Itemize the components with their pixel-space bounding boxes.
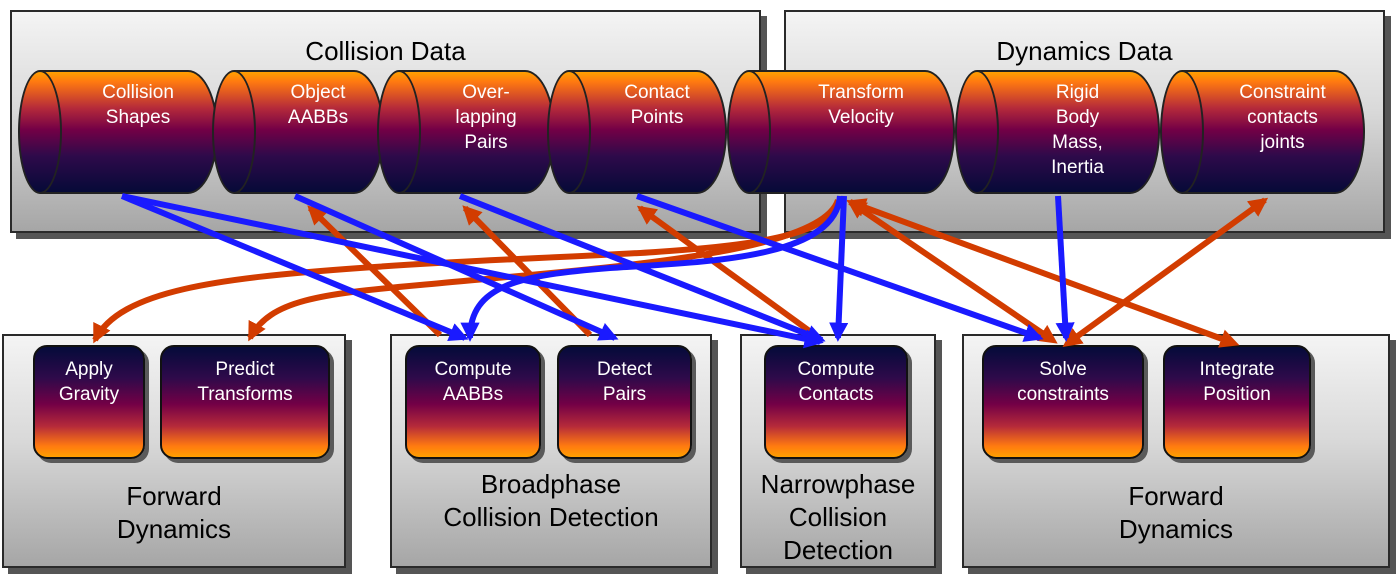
arrow-collision-shapes-to-compute-contacts: [121, 193, 824, 349]
compute-aabbs-label: Compute AABBs: [434, 359, 512, 405]
solve-constraints-task: Solve constraints: [982, 345, 1144, 459]
contact-points-label: Contact Points: [624, 82, 690, 128]
arrow-transform-to-compute-contacts: [829, 195, 849, 342]
arrow-compute-contacts-to-contact-points: [636, 205, 817, 338]
forward-dynamics-left-title: Forward Dynamics: [116, 481, 232, 544]
detect-pairs-task: Detect Pairs: [557, 345, 692, 459]
object-aabbs-label: Object AABBs: [287, 82, 349, 128]
arrow-rigid-body-to-solve-constraints: [1055, 195, 1075, 342]
rigid-body-label: Rigid Body Mass, Inertia: [1051, 82, 1104, 178]
dynamics-data-title: Dynamics Data: [996, 36, 1173, 66]
constraint-contacts-label: Constraint contacts joints: [1239, 82, 1326, 153]
integrate-position-label: Integrate Position: [1199, 359, 1275, 405]
arrow-detect-pairs-to-overlapping-pairs: [462, 205, 593, 338]
rigid-body-store: Rigid Body Mass, Inertia: [955, 70, 1160, 194]
compute-aabbs-task: Compute AABBs: [405, 345, 541, 459]
arrow-solve-constraints-transform: [846, 199, 1058, 344]
transform-velocity-label: Transform Velocity: [818, 82, 904, 128]
narrowphase-title: Narrowphase Collision Detection: [760, 469, 916, 565]
apply-gravity-label: Apply Gravity: [58, 359, 120, 405]
solve-constraints-label: Solve constraints: [1017, 359, 1109, 405]
constraint-contacts-store: Constraint contacts joints: [1160, 70, 1365, 194]
arrow-collision-shapes-to-compute-aabbs: [120, 193, 469, 341]
object-aabbs-store: Object AABBs: [212, 70, 384, 194]
forward-dynamics-right-title: Forward Dynamics: [1118, 481, 1234, 544]
transform-velocity-store: Transform Velocity: [727, 70, 955, 194]
compute-contacts-task: Compute Contacts: [764, 345, 908, 459]
apply-gravity-task: Apply Gravity: [33, 345, 145, 459]
collision-shapes-label: Collision Shapes: [102, 82, 174, 128]
arrow-compute-aabbs-to-object-aabbs: [307, 205, 443, 338]
broadphase-title: Broadphase Collision Detection: [443, 469, 659, 532]
arrow-solve-constraints-constraint-contacts: [1062, 197, 1269, 348]
collision-shapes-store: Collision Shapes: [18, 70, 218, 194]
arrow-object-aabbs-to-detect-pairs: [293, 193, 619, 341]
predict-transforms-label: Predict Transforms: [197, 359, 293, 405]
contact-points-store: Contact Points: [547, 70, 727, 194]
compute-contacts-label: Compute Contacts: [797, 359, 875, 405]
overlapping-pairs-label: Over- lapping Pairs: [455, 82, 517, 153]
collision-data-title: Collision Data: [305, 36, 466, 66]
arrow-transform-to-predict-transforms: [247, 198, 841, 342]
detect-pairs-label: Detect Pairs: [597, 359, 652, 405]
predict-transforms-task: Predict Transforms: [160, 345, 330, 459]
arrow-transform-to-compute-aabbs: [460, 195, 843, 342]
